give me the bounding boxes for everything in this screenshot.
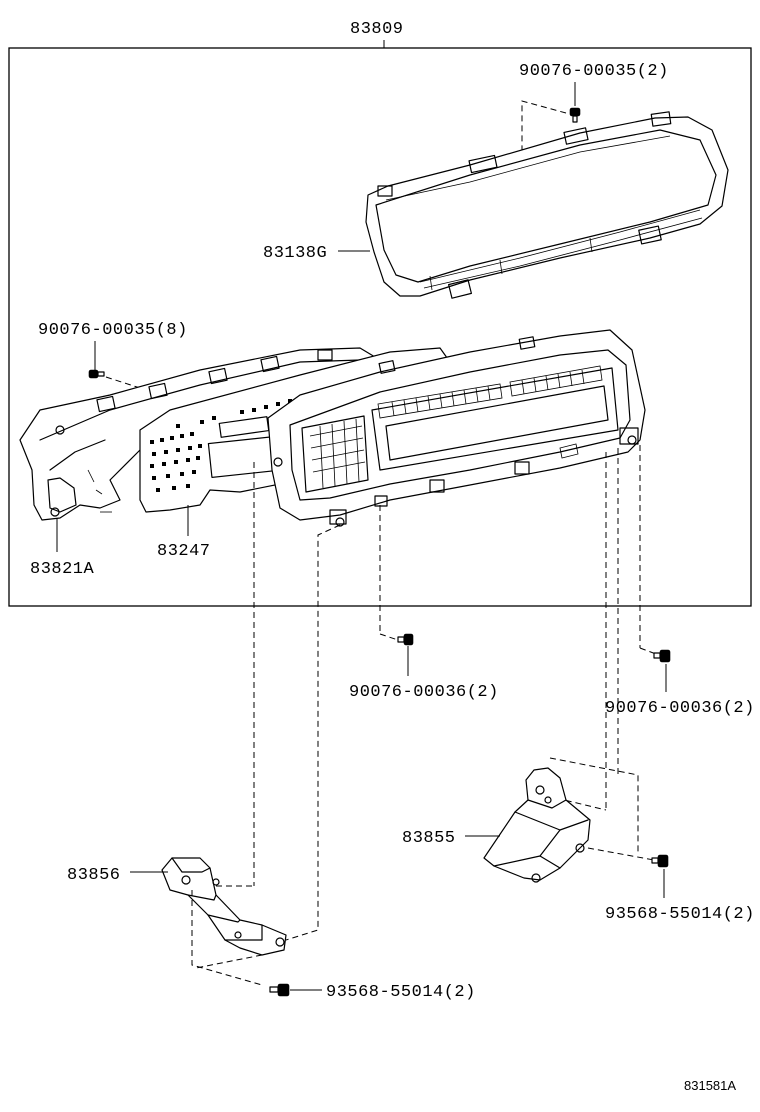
screw-left-icon [88, 369, 105, 379]
case-cover-part [365, 111, 729, 299]
bracket-right-label: 83855 [402, 829, 456, 848]
bolt-right-icon [651, 854, 669, 868]
screw-center-dashline-2 [379, 633, 399, 641]
bolt-left-dashline [191, 890, 263, 986]
bracket-left-part [161, 857, 287, 956]
housing-part [19, 347, 446, 521]
cluster-segment-row [377, 365, 603, 419]
board-components [150, 399, 292, 492]
screw-left-dashline [105, 376, 141, 389]
bracket-right-dashline-c [549, 757, 639, 855]
case-cover-label: 83138G [263, 244, 327, 263]
bolt-left-icon [269, 983, 290, 997]
screw-right-bottom-label: 90076-00036(2) [605, 699, 755, 718]
assembly-number-label: 83809 [350, 20, 404, 39]
bolt-right-label: 93568-55014(2) [605, 905, 755, 924]
screw-center-bottom-icon [397, 633, 414, 646]
screw-center-bottom-label: 90076-00036(2) [349, 683, 499, 702]
bolt-left-label: 93568-55014(2) [326, 983, 476, 1002]
figure-code-label: 831581A [684, 1078, 736, 1093]
bracket-left-dashline-c [285, 524, 341, 941]
bolt-left-dashline-2 [195, 954, 263, 969]
cluster-grid [309, 418, 366, 489]
board-label: 83247 [157, 542, 211, 561]
screw-top-icon [569, 107, 581, 123]
cluster-panel-part [267, 329, 646, 527]
screw-top-label: 90076-00035(2) [519, 62, 669, 81]
screw-left-label: 90076-00035(8) [38, 321, 188, 340]
screw-right-bottom-icon [653, 649, 671, 663]
bracket-right-part [483, 767, 591, 883]
screw-right-dashline-2 [639, 647, 657, 655]
bracket-right-dashline-d [555, 797, 607, 811]
bolt-right-dashline [587, 847, 655, 861]
bracket-left-label: 83856 [67, 866, 121, 885]
housing-label: 83821A [30, 560, 95, 579]
